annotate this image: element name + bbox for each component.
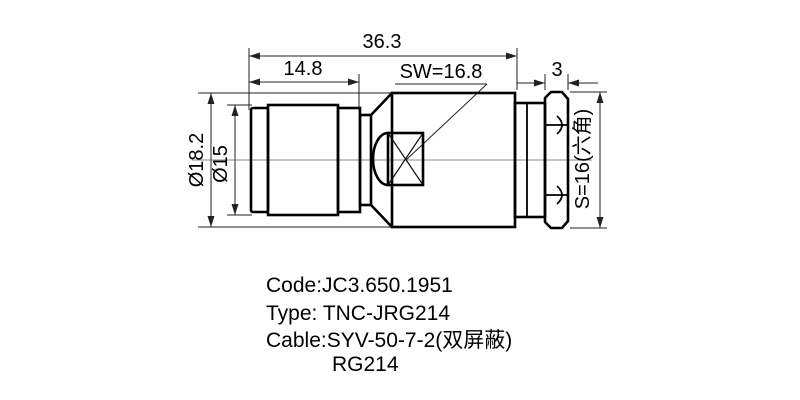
dimension-label-knurl-length: 14.8 (284, 58, 323, 80)
notes-block: Code:JC3.650.1951 Type: TNC-JRG214 Cable… (266, 274, 512, 376)
dimension-label-nut-width: 3 (551, 59, 562, 81)
cable-entry-dome (371, 131, 389, 187)
arrowhead-left (568, 79, 579, 87)
arrowhead-left (249, 78, 260, 86)
dimension-knurl-length: 14.8 (249, 58, 360, 112)
arrowhead-up (231, 105, 239, 116)
dimension-label-hex-size: S=16(六角) (571, 109, 594, 210)
arrowhead-right (534, 79, 545, 87)
arrowhead-down (231, 204, 239, 215)
leader-line (405, 83, 488, 161)
neck (358, 113, 373, 207)
hex-facet-arc-bottom (556, 185, 563, 205)
dimension-overall-length: 36.3 (248, 31, 518, 110)
arrowhead-right (348, 78, 359, 86)
dimension-knurl-diameter: Ø15 (210, 104, 252, 216)
arrowhead-down (207, 216, 215, 227)
cross-diagonal (387, 132, 424, 186)
note-cable-alt: RG214 (332, 353, 399, 376)
dimension-label-knurl-diameter: Ø15 (210, 145, 232, 183)
dimension-label-outer-diameter: Ø18.2 (186, 133, 208, 187)
note-type: Type: TNC-JRG214 (266, 302, 450, 325)
dimension-outer-diameter: Ø18.2 (186, 92, 392, 228)
arrowhead-left (249, 52, 260, 60)
arrowhead-up (596, 92, 604, 103)
hex-facet-arc-top (556, 115, 563, 135)
wrench-size-label: SW=16.8 (400, 61, 483, 83)
connector-outline (249, 90, 570, 230)
dimension-nut-width: 3 (517, 59, 598, 90)
dimension-label-overall: 36.3 (363, 31, 402, 53)
note-cable: Cable:SYV-50-7-2(双屏蔽) (266, 329, 512, 352)
chamfer-bottom (370, 204, 393, 228)
cable-entry-port (386, 131, 425, 187)
arrowhead-down (596, 217, 604, 228)
hex-nut (543, 90, 570, 230)
arrowhead-up (207, 93, 215, 104)
label-wrench-size: SW=16.8 (395, 61, 488, 161)
arrowhead-right (506, 52, 517, 60)
note-code: Code:JC3.650.1951 (266, 274, 453, 297)
chamfer-top (370, 92, 393, 116)
dimension-hex-size: S=16(六角) (570, 91, 607, 229)
